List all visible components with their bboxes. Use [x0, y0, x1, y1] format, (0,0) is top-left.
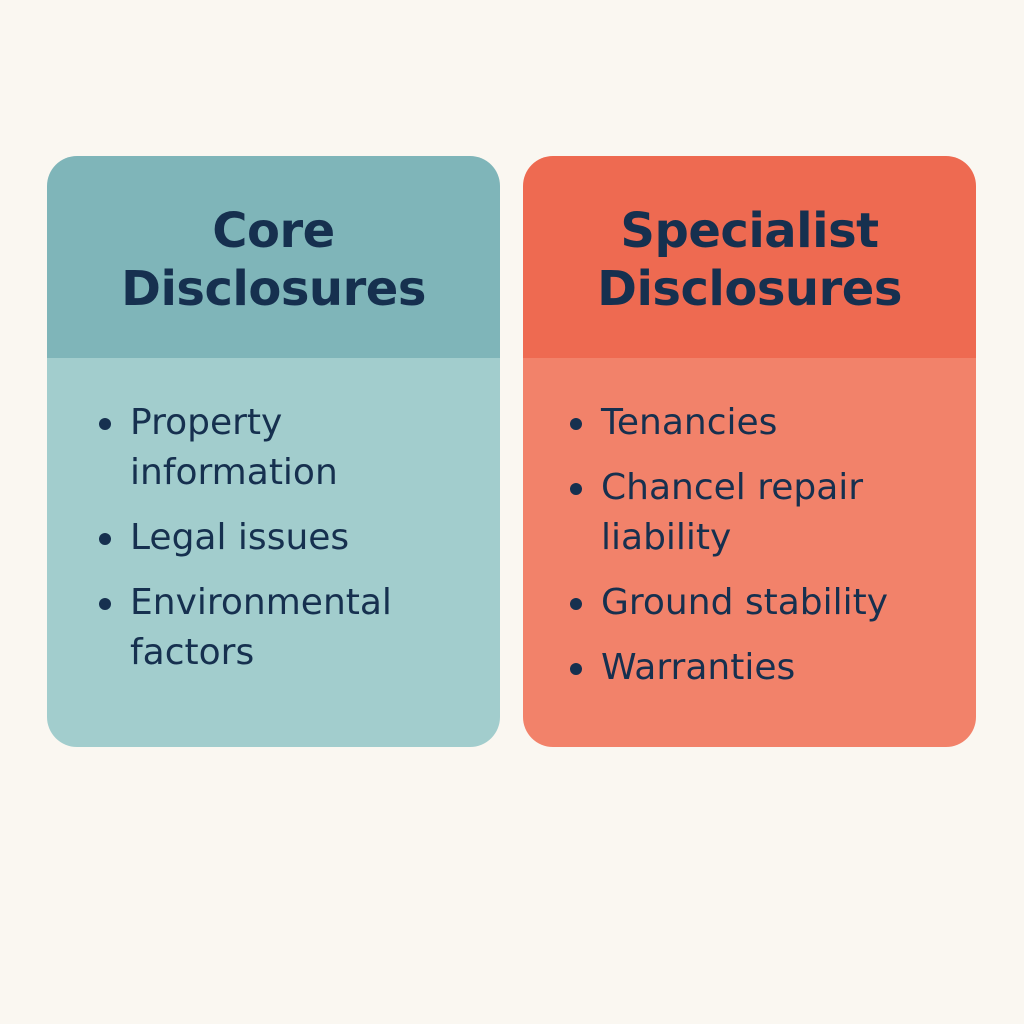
bullet-icon — [570, 418, 582, 430]
core-disclosures-card: Core Disclosures Property information Le… — [47, 156, 500, 747]
list-item: Ground stability — [570, 578, 956, 628]
bullet-icon — [570, 663, 582, 675]
bullet-icon — [570, 483, 582, 495]
list-item-label: Tenancies — [601, 402, 778, 443]
specialist-disclosures-body: Tenancies Chancel repair liability Groun… — [523, 358, 976, 747]
bullet-icon — [99, 598, 111, 610]
list-item-label: Environmental factors — [130, 582, 392, 673]
specialist-title-line1: Specialist — [620, 203, 879, 259]
list-item-label: Property information — [130, 402, 338, 493]
core-disclosures-body: Property information Legal issues Enviro… — [47, 358, 500, 747]
specialist-title-line2: Disclosures — [597, 261, 902, 317]
list-item-label: Ground stability — [601, 582, 889, 623]
core-disclosures-list: Property information Legal issues Enviro… — [99, 398, 480, 678]
specialist-disclosures-header: Specialist Disclosures — [523, 156, 976, 358]
list-item: Environmental factors — [99, 578, 480, 678]
bullet-icon — [99, 418, 111, 430]
list-item-label: Legal issues — [130, 517, 350, 558]
core-title-line2: Disclosures — [121, 261, 426, 317]
list-item: Tenancies — [570, 398, 956, 448]
specialist-disclosures-title: Specialist Disclosures — [597, 202, 902, 318]
core-disclosures-title: Core Disclosures — [121, 202, 426, 318]
list-item: Legal issues — [99, 513, 480, 563]
list-item-label: Warranties — [601, 647, 796, 688]
bullet-icon — [99, 533, 111, 545]
list-item: Property information — [99, 398, 480, 498]
core-disclosures-header: Core Disclosures — [47, 156, 500, 358]
specialist-disclosures-list: Tenancies Chancel repair liability Groun… — [570, 398, 956, 693]
list-item-label: Chancel repair liability — [601, 467, 864, 558]
bullet-icon — [570, 598, 582, 610]
list-item: Chancel repair liability — [570, 463, 956, 563]
core-title-line1: Core — [212, 203, 335, 259]
list-item: Warranties — [570, 643, 956, 693]
specialist-disclosures-card: Specialist Disclosures Tenancies Chancel… — [523, 156, 976, 747]
